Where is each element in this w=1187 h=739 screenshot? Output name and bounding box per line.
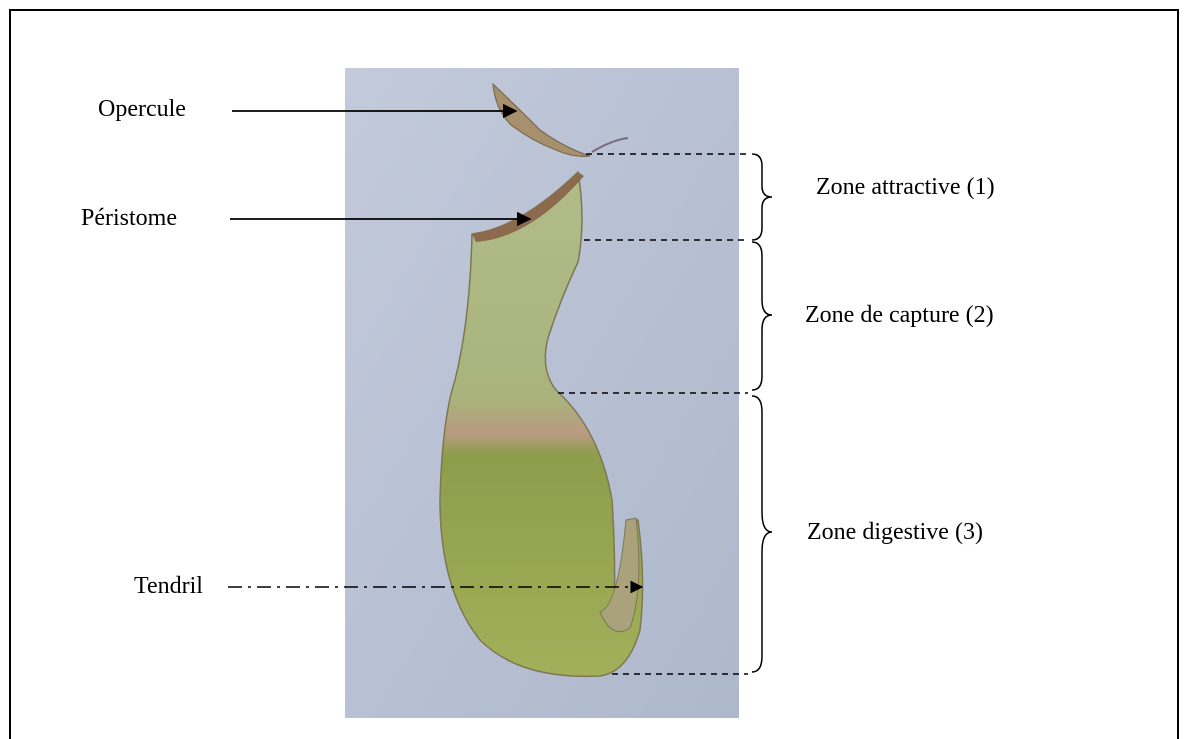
peristome-label: Péristome [81, 206, 177, 230]
brace-capture [752, 242, 772, 390]
brace-digestive [752, 396, 772, 672]
zone-attractive-label: Zone attractive (1) [816, 175, 995, 199]
zone-capture-label: Zone de capture (2) [805, 303, 994, 327]
opercule-label: Opercule [98, 97, 186, 121]
tendril-label: Tendril [134, 574, 203, 598]
zone-digestive-label: Zone digestive (3) [807, 520, 983, 544]
brace-attractive [752, 154, 772, 240]
